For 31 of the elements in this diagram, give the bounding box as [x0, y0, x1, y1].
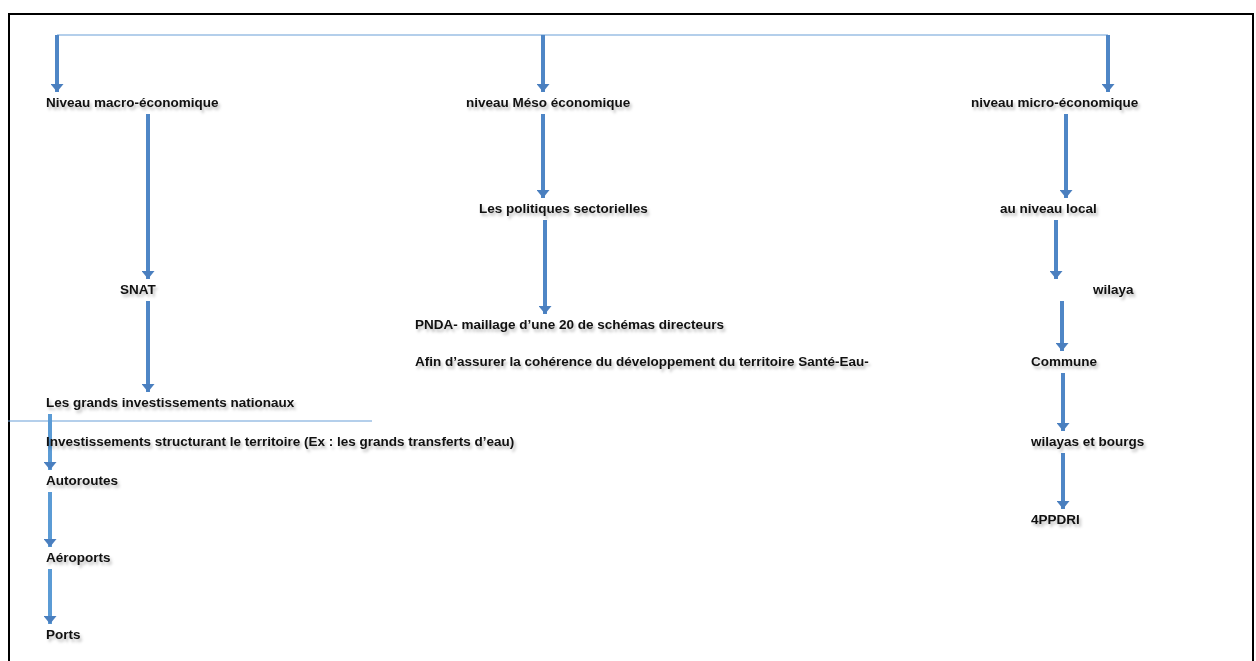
node-label: Les grands investissements nationaux — [46, 394, 295, 412]
node-label: wilayas et bourgs — [1031, 433, 1145, 451]
arrow — [1059, 114, 1073, 198]
arrow — [1056, 453, 1070, 509]
arrow — [50, 35, 64, 92]
node-label: niveau micro-économique — [971, 94, 1139, 112]
node-label: Commune — [1031, 353, 1097, 371]
node-label: Aéroports — [46, 549, 111, 567]
arrow — [43, 414, 57, 470]
node-label: SNAT — [120, 281, 156, 299]
note-text: Afin d’assurer la cohérence du développement du territoire Santé-Eau- — [415, 353, 869, 371]
arrow — [1101, 35, 1115, 92]
arrow — [1049, 220, 1063, 279]
node-label: Niveau macro-économique — [46, 94, 219, 112]
arrow — [1056, 373, 1070, 431]
node-label: Autoroutes — [46, 472, 118, 490]
arrow — [538, 220, 552, 314]
arrow — [141, 114, 155, 279]
arrow — [141, 301, 155, 392]
arrow — [536, 35, 550, 92]
arrow — [536, 114, 550, 198]
node-label: Les politiques sectorielles — [479, 200, 648, 218]
arrow — [43, 569, 57, 624]
arrow — [43, 492, 57, 547]
node-label: niveau Méso économique — [466, 94, 631, 112]
arrow — [1055, 301, 1069, 351]
node-label: 4PPDRI — [1031, 511, 1080, 529]
node-label: au niveau local — [1000, 200, 1097, 218]
node-label: PNDA- maillage d’une 20 de schémas directeurs — [415, 316, 725, 334]
node-label: Ports — [46, 626, 81, 644]
node-label: wilaya — [1093, 281, 1134, 299]
